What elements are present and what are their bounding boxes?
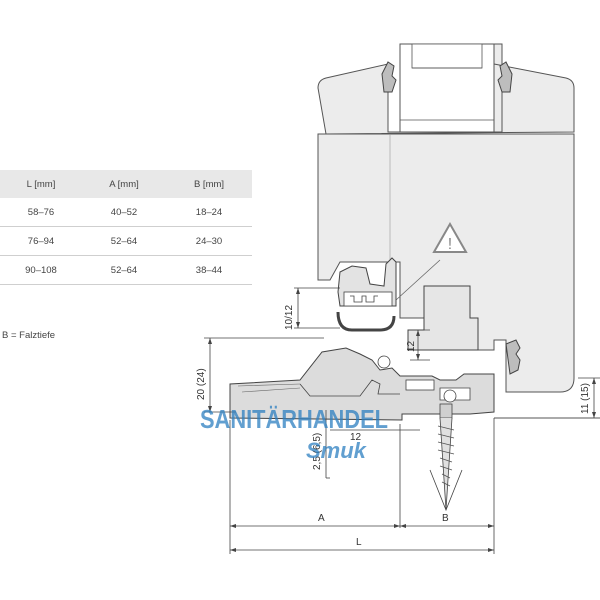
frame-gasket: [505, 339, 521, 375]
dim-20-24: 20 (24): [196, 368, 207, 400]
anchor-screw: [429, 403, 463, 512]
dim-12-top: 12: [406, 340, 417, 352]
header-cell: L [mm]: [26, 178, 56, 190]
dim-label-l: L: [356, 537, 362, 548]
dim-label-b: B: [442, 513, 449, 524]
header-cell: B [mm]: [193, 178, 225, 190]
dimension-arrows: [208, 288, 596, 552]
falztiefe-note: B = Falztiefe: [2, 330, 56, 341]
dim-10-12: 10/12: [284, 305, 295, 330]
header-cell: A [mm]: [109, 178, 139, 190]
table-row: 90–108 52–64 38–44: [0, 256, 252, 285]
table-cell: 52–64: [110, 264, 138, 276]
dimension-lines: [204, 287, 600, 554]
warning-triangle-icon: !: [432, 221, 468, 253]
table-cell: 90–108: [25, 264, 57, 276]
table-header-row: L [mm] A [mm] B [mm]: [0, 170, 252, 198]
table-cell: 18–24: [195, 206, 223, 218]
watermark-line-2: Smuk: [306, 438, 368, 463]
table-row: 58–76 40–52 18–24: [0, 198, 252, 227]
dim-11-15: 11 (15): [580, 383, 591, 414]
table-row: 76–94 52–64 24–30: [0, 227, 252, 256]
table-cell: 38–44: [195, 264, 223, 276]
table-cell: 24–30: [195, 235, 223, 247]
svg-text:!: !: [448, 236, 452, 253]
table-cell: 40–52: [110, 206, 138, 218]
table-cell: 58–76: [27, 206, 55, 218]
threshold-profile: [229, 347, 495, 421]
dimension-table: L [mm] A [mm] B [mm] 58–76 40–52 18–24 7…: [0, 170, 252, 285]
table-cell: 76–94: [27, 235, 55, 247]
dim-12-bottom: 12: [350, 432, 362, 443]
glass-gasket-right: [497, 61, 513, 93]
sash-seal: [336, 311, 396, 332]
table-cell: 52–64: [110, 235, 138, 247]
sash-lower: [317, 133, 575, 393]
dim-2-5: 2,5 (6,5): [312, 433, 323, 470]
watermark-line-1: SANITÄRHANDEL: [200, 404, 388, 434]
dim-label-a: A: [318, 513, 325, 524]
glass-gasket-left: [381, 61, 397, 93]
